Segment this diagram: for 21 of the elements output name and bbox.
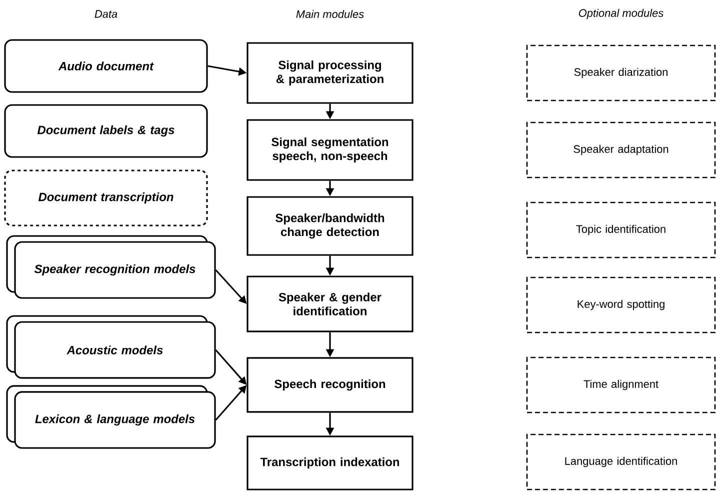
data-box: Document transcription [4, 170, 208, 226]
column-heading: Optional modules [578, 8, 664, 20]
module-box: Transcription indexation [246, 436, 414, 490]
column-heading: Data [94, 10, 118, 18]
optional-module-box: Speaker diarization [526, 44, 716, 102]
stacked-data-box: Acoustic models [6, 315, 216, 379]
module-box: Speech recognition [246, 357, 414, 413]
data-box: Document labels & tags [4, 104, 208, 158]
optional-module-box: Key-word spotting [526, 276, 716, 334]
module-box: Signal processing & parameterization [246, 42, 414, 104]
optional-module-box: Language identification [526, 434, 716, 490]
optional-module-box: Speaker adaptation [526, 122, 716, 178]
stacked-data-box: Lexicon & language models [6, 385, 216, 449]
module-box: Speaker/bandwidth change detection [246, 196, 414, 256]
data-box: Audio document [4, 39, 208, 93]
stacked-data-box: Speaker recognition models [6, 235, 216, 299]
module-box: Speaker & gender identification [246, 276, 414, 332]
optional-module-box: Topic identification [526, 202, 716, 258]
module-box: Signal segmentation speech, non-speech [246, 119, 414, 181]
optional-module-box: Time alignment [526, 356, 716, 414]
column-heading: Main modules [296, 10, 364, 18]
